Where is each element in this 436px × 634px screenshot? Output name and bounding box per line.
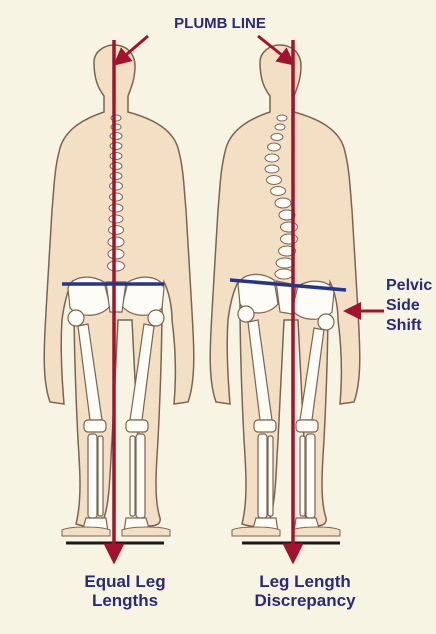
pelvic-side-shift-label: Pelvic Side Shift (386, 276, 436, 336)
plumb-line-label: PLUMB LINE (120, 14, 320, 33)
leg-length-discrepancy-caption: Leg Length Discrepancy (210, 572, 400, 610)
equal-leg-lengths-caption: Equal Leg Lengths (40, 572, 210, 610)
